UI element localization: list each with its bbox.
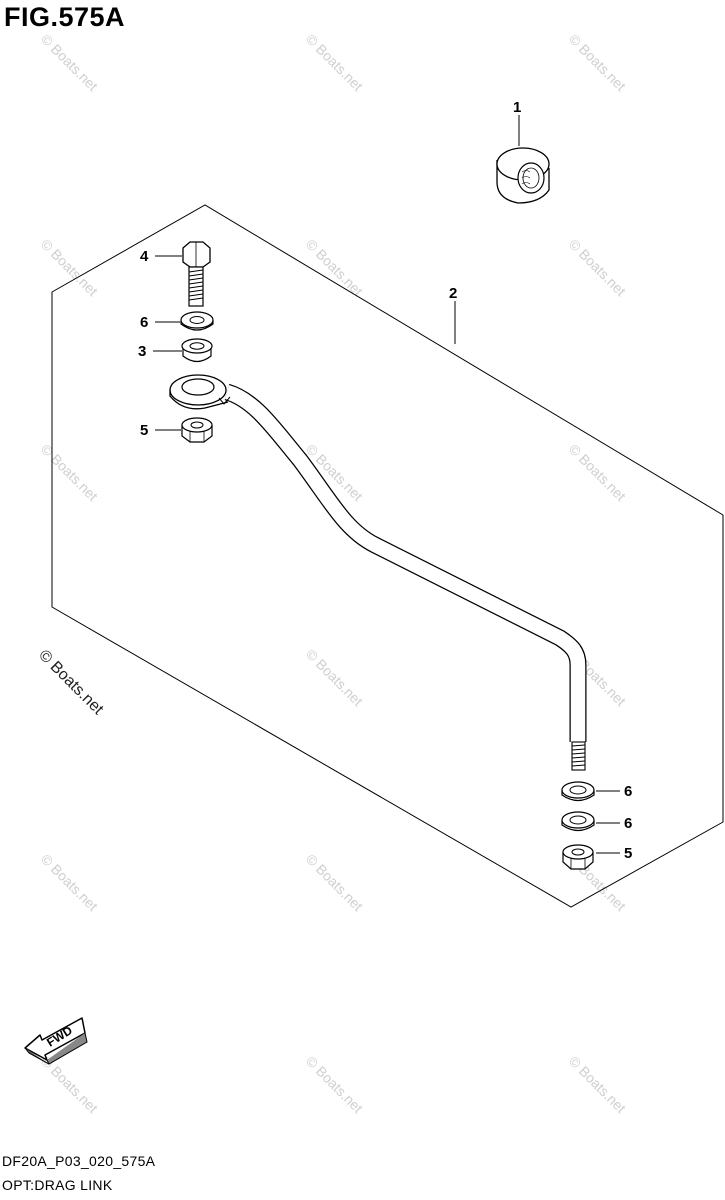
- part-5-nut-lower[interactable]: [562, 844, 594, 870]
- callout-3: 3: [138, 343, 146, 360]
- watermark: © Boats.net: [303, 1053, 366, 1116]
- part-6-washer-upper[interactable]: [180, 311, 214, 331]
- callout-2: 2: [449, 285, 457, 302]
- kit-boundary-box: [51, 204, 724, 908]
- watermark: © Boats.net: [38, 851, 101, 914]
- fwd-arrow-icon: FWD: [24, 1017, 88, 1065]
- callout-1: 1: [513, 99, 521, 116]
- watermark: © Boats.net: [566, 236, 629, 299]
- figure-title: FIG.575A: [4, 2, 126, 32]
- part-1-nut[interactable]: [496, 147, 550, 204]
- figure-code: DF20A_P03_020_575A: [2, 1153, 156, 1169]
- part-3-bushing[interactable]: [181, 338, 213, 363]
- leader-lines: [153, 115, 620, 854]
- watermark: © Boats.net: [38, 31, 101, 94]
- part-4-bolt[interactable]: [182, 241, 211, 307]
- callout-5: 5: [624, 845, 632, 862]
- callout-6: 6: [624, 815, 632, 832]
- callout-5: 5: [140, 422, 148, 439]
- callout-6: 6: [624, 783, 632, 800]
- watermark: © Boats.net: [303, 236, 366, 299]
- callout-6: 6: [140, 314, 148, 331]
- watermark: © Boats.net: [303, 851, 366, 914]
- part-6-washer-lower-1[interactable]: [561, 781, 595, 802]
- figure-subtitle: OPT:DRAG LINK: [2, 1177, 113, 1193]
- watermark: © Boats.net: [38, 1053, 101, 1116]
- watermark: © Boats.net: [38, 236, 101, 299]
- watermark: © Boats.net: [303, 31, 366, 94]
- watermark-primary: © Boats.net: [35, 647, 107, 719]
- watermark: © Boats.net: [566, 31, 629, 94]
- part-5-nut-upper[interactable]: [181, 417, 213, 443]
- callouts: 1 2 4 6 3 5 6 6 5: [138, 99, 632, 862]
- watermark: © Boats.net: [38, 441, 101, 504]
- watermark: © Boats.net: [566, 1053, 629, 1116]
- watermark: © Boats.net: [303, 646, 366, 709]
- part-2-drag-link[interactable]: [169, 374, 587, 771]
- watermark: © Boats.net: [566, 441, 629, 504]
- part-6-washer-lower-2[interactable]: [561, 811, 595, 832]
- callout-4: 4: [140, 248, 149, 265]
